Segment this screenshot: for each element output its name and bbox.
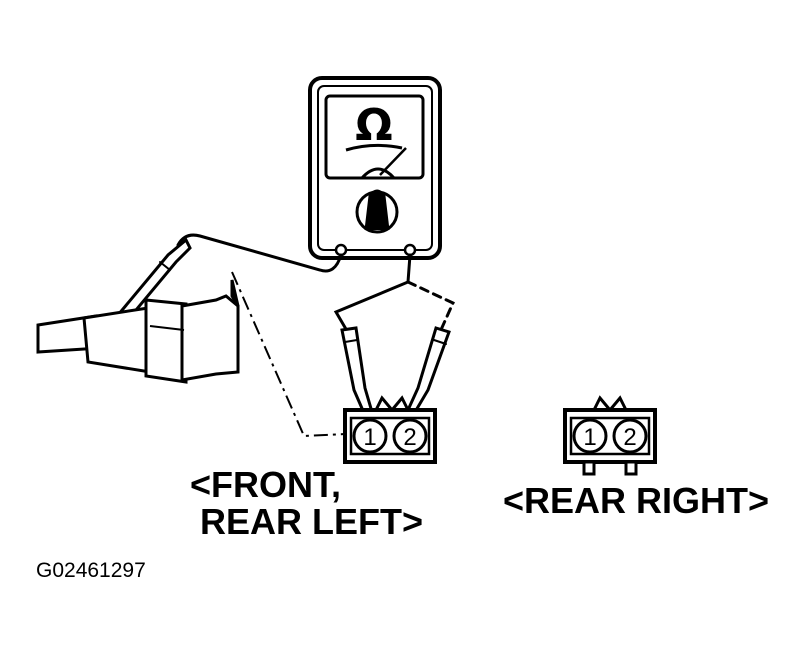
connector-pin-1 — [572, 418, 608, 454]
ohmmeter-needle-pivot — [360, 167, 396, 180]
ohmmeter-inner-panel — [317, 85, 433, 251]
sensor-collar — [144, 298, 188, 384]
connector-pin-2-label: 2 — [623, 424, 636, 451]
ohmmeter-scale-arc — [345, 143, 403, 152]
figure-id: G02461297 — [36, 559, 146, 582]
lead-wire-to-pin2-dashed — [406, 280, 455, 334]
connector-pin-2 — [612, 418, 648, 454]
ohmmeter-display — [324, 94, 425, 180]
probe-pin1 — [340, 326, 374, 415]
ohm-symbol: Ω — [355, 100, 392, 151]
lead-wire-to-sensor — [176, 233, 343, 273]
probe-pin2 — [405, 326, 451, 414]
label-line-2: REAR LEFT> — [190, 501, 424, 542]
connector-pin-2 — [392, 418, 428, 454]
leader-line — [231, 271, 346, 438]
connector-pin-1 — [352, 418, 388, 454]
sensor-head — [180, 294, 240, 382]
sensor-body — [82, 306, 152, 374]
connector-front-rear-left: 1 2 — [343, 395, 437, 464]
connector-rear-right: 1 2 — [563, 395, 657, 476]
ohmmeter: Ω — [308, 76, 442, 260]
sensor-cut-edge — [230, 279, 240, 307]
label-line-1: <FRONT, — [190, 464, 342, 505]
connector-pin-1-label: 1 — [363, 424, 376, 451]
lead-wire-to-pin1 — [333, 253, 412, 338]
connector-foot-left — [582, 460, 596, 476]
connector-pin-1-label: 1 — [583, 424, 596, 451]
sensor — [36, 279, 240, 384]
connector-pin-2-label: 2 — [403, 424, 416, 451]
connector-foot-right — [624, 460, 638, 476]
connector-label-front-rear-left: <FRONT, REAR LEFT> — [190, 466, 423, 540]
ohmmeter-knob-pointer — [364, 189, 390, 231]
ohmmeter-terminal-left — [334, 243, 348, 257]
connector-label-rear-right: <REAR RIGHT> — [503, 480, 770, 521]
